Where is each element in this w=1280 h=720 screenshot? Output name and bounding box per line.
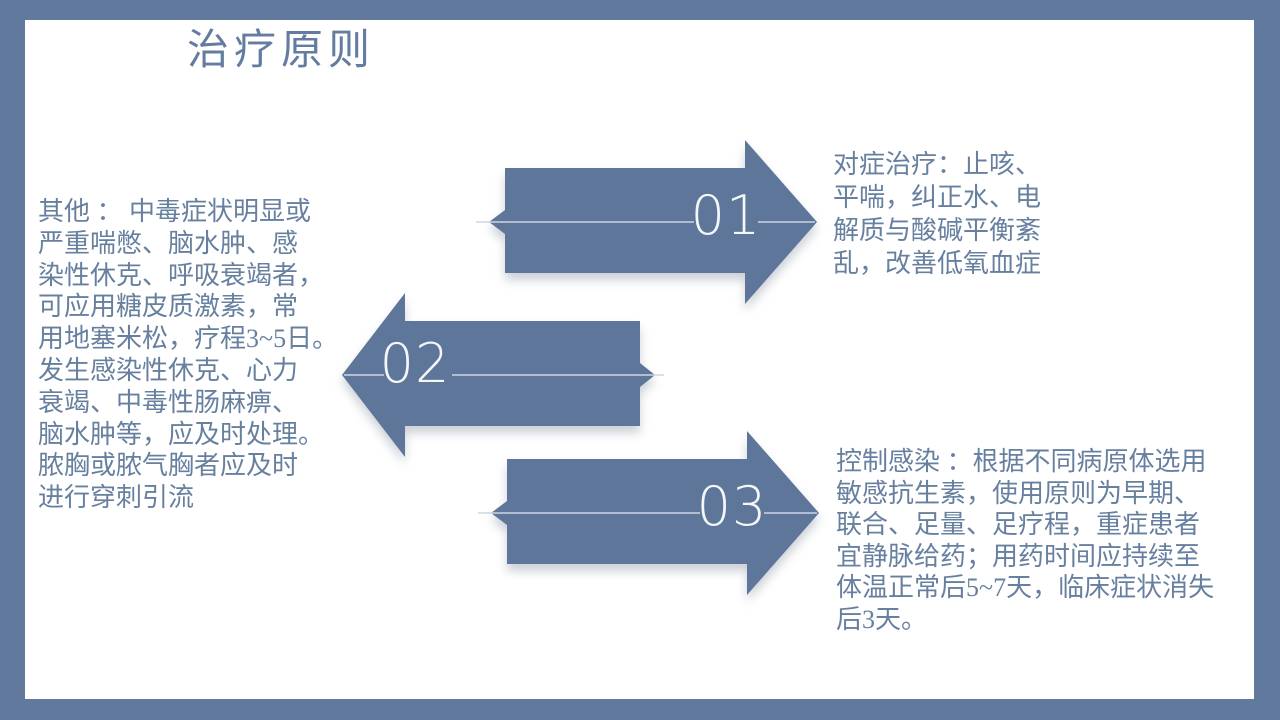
arrow-02-left: 02 (342, 293, 664, 457)
step-03-number: 03 (697, 475, 768, 538)
arrow-01-right: 01 (476, 140, 817, 304)
slide-title: 治疗原则 (187, 28, 376, 74)
arrow-03-right: 03 (478, 431, 819, 595)
step-01-number: 01 (691, 184, 762, 247)
step-02-text: 其他 ： 中毒症状明显或 严重喘憋、脑水肿、感 染性休克、呼吸衰竭者， 可应用糖… (38, 197, 339, 513)
step-03-text: 控制感染 ：根据不同病原体选用 敏感抗生素，使用原则为早期、 联合、足量、足疗程… (836, 447, 1215, 634)
step-02-number: 02 (380, 332, 451, 395)
step-01-text: 对症治疗：止咳、 平喘，纠正水、电 解质与酸碱平衡紊 乱，改善低氧血症 (833, 150, 1042, 278)
